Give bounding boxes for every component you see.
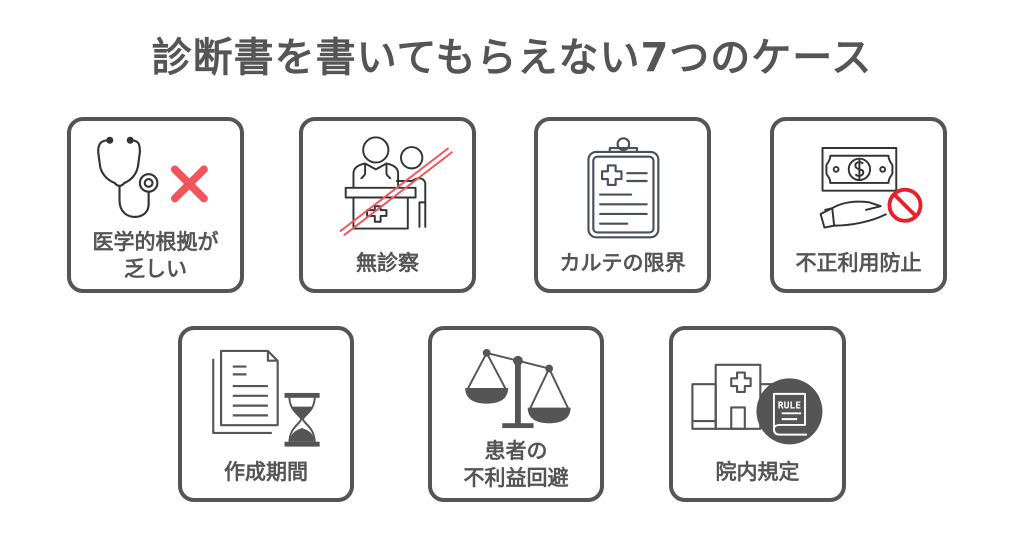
hospital-rule-book-icon: RULE (673, 330, 842, 450)
case-label: 患者の 不利益回避 (463, 439, 569, 490)
case-card-chart-limit: カルテの限界 (534, 117, 711, 293)
case-card-hospital-rules: RULE 院内規定 (669, 326, 846, 502)
case-label: カルテの限界 (559, 251, 686, 275)
case-card-preparation-period: 作成期間 (178, 326, 354, 502)
case-card-fraud-prevention: 不正利用防止 (770, 117, 947, 293)
case-card-no-examination: 無診察 (299, 117, 476, 293)
balance-scale-icon (432, 330, 600, 450)
case-card-insufficient-evidence: 医学的根拠が 乏しい (67, 117, 244, 293)
case-label: 作成期間 (224, 460, 308, 484)
page-title: 診断書を書いてもらえない7つのケース (151, 35, 873, 81)
documents-hourglass-icon (182, 330, 350, 450)
money-hand-prohibited-icon (774, 121, 943, 241)
case-label: 無診察 (356, 251, 419, 275)
case-label: 院内規定 (715, 460, 800, 484)
case-label: 医学的根拠が 乏しい (92, 230, 219, 281)
case-card-patient-harm-avoidance: 患者の 不利益回避 (428, 326, 604, 502)
doctor-patient-crossed-out-icon (303, 121, 472, 241)
rule-badge-text: RULE (778, 400, 801, 411)
stethoscope-with-x-icon (71, 121, 240, 241)
medical-clipboard-icon (538, 121, 707, 241)
case-label: 不正利用防止 (795, 251, 922, 275)
